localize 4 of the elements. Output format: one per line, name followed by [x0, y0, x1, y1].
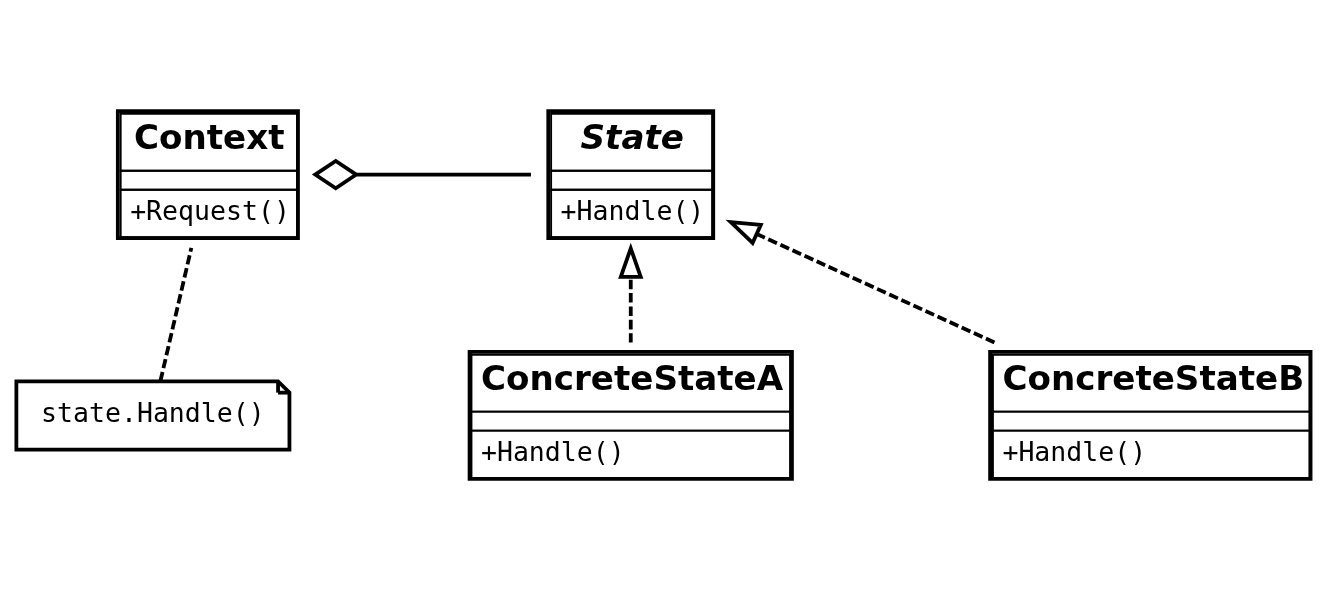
arrow [618, 242, 644, 342]
arrow [725, 219, 996, 344]
connector [311, 158, 531, 190]
connector [158, 247, 194, 381]
